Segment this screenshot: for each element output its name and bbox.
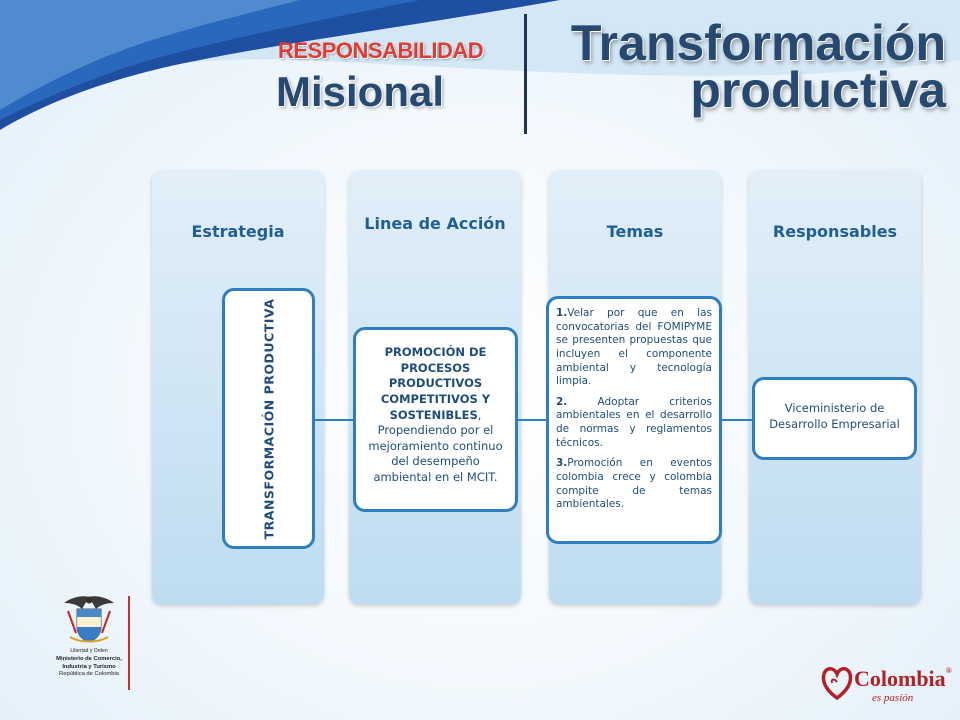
topics-box: 1.Velar por que en las convocatorias del… [546,296,722,544]
column-header-action: Linea de Acción [364,214,506,233]
column-header-topics: Temas [606,222,664,241]
page-title: Transformación productiva [570,15,946,118]
topic-item-3: 3.Promoción en eventos colombia crece y … [556,457,712,512]
colombia-brand-logo: Colombia® es pasión [820,660,952,708]
brand-name: Colombia® [854,666,952,692]
brand-tagline: es pasión [872,692,914,704]
responsible-text: Viceministerio de Desarrollo Empresarial [769,401,900,432]
background-swoosh [0,0,960,130]
action-text: , Propendiendo por el mejoramiento conti… [368,407,503,485]
action-box: PROMOCIÓN DE PROCESOS PRODUCTIVOS COMPET… [353,327,518,512]
topic-number-1: 1. [556,307,568,319]
page-title-line1: Transformación [570,15,946,71]
brand-name-text: Colombia [854,666,946,691]
coat-of-arms-icon [64,596,114,643]
header-divider [524,14,527,134]
topic-text-1: Velar por que en las convocatorias del F… [556,307,712,388]
misional-label: Misional [276,68,445,115]
registered-mark: ® [945,666,952,675]
page-title-line2: productiva [690,62,946,118]
topic-number-2: 2. [556,395,568,408]
column-header-strategy: Estrategia [191,222,285,241]
responsible-box: Viceministerio de Desarrollo Empresarial [752,377,917,460]
action-bold-text: PROMOCIÓN DE PROCESOS PRODUCTIVOS COMPET… [380,345,491,422]
ministry-line1: Ministerio de Comercio, [56,656,122,663]
responsabilidad-label: RESPONSABILIDAD [278,38,484,63]
heart-icon [821,667,853,701]
motto-text: Libertad y Orden [70,648,108,654]
strategy-box: TRANSFORMACIÓN PRODUCTIVA [222,288,315,549]
column-header-responsible: Responsables [772,222,898,241]
topic-item-2: 2. Adoptar criterios ambientales en el d… [556,396,712,451]
topic-text-3: Promoción en eventos colombia crece y co… [556,457,712,511]
ministry-line2: Industria y Turismo [62,663,116,670]
ministry-block: Libertad y Orden Ministerio de Comercio,… [40,648,138,679]
topic-item-1: 1.Velar por que en las convocatorias del… [556,307,712,389]
strategy-text: TRANSFORMACIÓN PRODUCTIVA [261,298,276,539]
ministry-line3: República de Colombia [59,671,119,678]
topic-text-2: Adoptar criterios ambientales en el desa… [556,395,712,449]
topic-number-3: 3. [556,457,568,470]
footer-divider [128,596,130,690]
